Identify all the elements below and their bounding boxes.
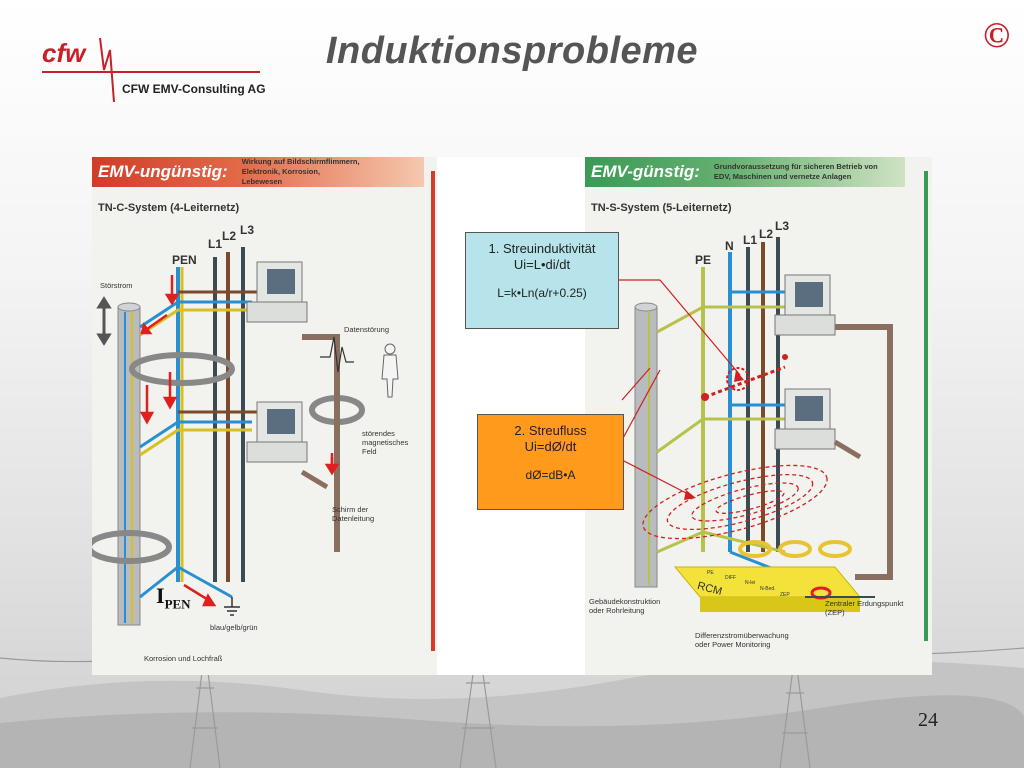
label-erde-farben: blau/gelb/grün bbox=[210, 623, 258, 632]
callout2-title: 2. Streufluss bbox=[514, 423, 587, 438]
right-conductor-l1: L1 bbox=[743, 233, 758, 247]
left-conductor-l3: L3 bbox=[240, 223, 255, 237]
logo-wordmark: cfw bbox=[42, 38, 87, 68]
left-system-title: TN-C-System (4-Leiternetz) bbox=[98, 202, 240, 214]
slide-title: Induktionsprobleme bbox=[325, 30, 699, 72]
left-header-title: EMV-ungünstig: bbox=[98, 162, 228, 181]
right-conductor-n: N bbox=[725, 239, 734, 253]
label-rcm-nlei: N-lei bbox=[745, 580, 756, 586]
label-datenstoerung: Datenstörung bbox=[344, 325, 390, 334]
right-header-description: Grundvoraussetzung für sicheren Betrieb … bbox=[713, 162, 878, 181]
page-number: 24 bbox=[918, 709, 938, 731]
ipen-sub: PEN bbox=[164, 596, 191, 612]
label-magnetfeld: störendes magnetisches Feld bbox=[362, 429, 409, 456]
ipen-main: I bbox=[156, 583, 165, 608]
right-panel: EMV-günstig: Grundvoraussetzung für sich… bbox=[585, 157, 932, 675]
copyright-icon: © bbox=[983, 15, 1010, 55]
label-differenzstrom: Differenzstromüberwachung oder Power Mon… bbox=[695, 631, 789, 649]
right-system-title: TN-S-System (5-Leiternetz) bbox=[591, 202, 732, 214]
label-rcm-diff: DIFF bbox=[725, 575, 737, 581]
right-conductor-l2: L2 bbox=[759, 227, 774, 241]
callout1-formula: Ui=L•di/dt bbox=[513, 257, 571, 272]
callout-streuinduktivitaet: 1. Streuinduktivität Ui=L•di/dt L=k•Ln(a… bbox=[465, 232, 619, 329]
label-rcm-pe: PE bbox=[707, 570, 714, 576]
label-schirm: Schirm der Datenleitung bbox=[332, 505, 375, 523]
left-divider-line bbox=[431, 171, 435, 651]
label-rcm-zep: ZEP bbox=[780, 592, 790, 598]
label-stoerstrom: Störstrom bbox=[100, 281, 133, 290]
left-conductor-pen: PEN bbox=[172, 253, 197, 267]
callout1-formula-l: L=k•Ln(a/r+0.25) bbox=[497, 286, 587, 300]
callout1-title: 1. Streuinduktivität bbox=[488, 241, 596, 256]
right-panel-header: EMV-günstig: Grundvoraussetzung für sich… bbox=[585, 157, 905, 187]
label-rcm-nbed: N-Bed. bbox=[760, 586, 776, 592]
left-panel: EMV-ungünstig: Wirkung auf Bildschirmfli… bbox=[92, 157, 437, 675]
left-wiring-drawing bbox=[92, 247, 399, 626]
left-header-description: Wirkung auf Bildschirmflimmern, Elektron… bbox=[241, 157, 360, 186]
right-conductor-pe: PE bbox=[695, 253, 712, 267]
label-korrosion: Korrosion und Lochfraß bbox=[144, 654, 223, 663]
right-conductor-l3: L3 bbox=[775, 219, 790, 233]
label-gebaeudekonstruktion: Gebäudekonstruktion oder Rohrleitung bbox=[589, 597, 661, 615]
left-conductor-l2: L2 bbox=[222, 229, 237, 243]
callout-streufluss: 2. Streufluss Ui=dØ/dt dØ=dB•A bbox=[477, 414, 624, 510]
right-wiring-drawing bbox=[634, 237, 893, 612]
callout2-formula: Ui=dØ/dt bbox=[524, 439, 577, 454]
right-divider-line bbox=[924, 171, 928, 641]
label-zep: Zentraler Erdungspunkt (ZEP) bbox=[825, 599, 904, 617]
left-panel-header: EMV-ungünstig: Wirkung auf Bildschirmfli… bbox=[92, 157, 424, 187]
callout2-formula-phi: dØ=dB•A bbox=[525, 468, 576, 482]
cfw-logo: cfw bbox=[42, 37, 260, 103]
left-conductor-l1: L1 bbox=[208, 237, 223, 251]
right-header-title: EMV-günstig: bbox=[591, 162, 700, 181]
current-label-ipen: IPEN bbox=[156, 583, 191, 612]
company-name: CFW EMV-Consulting AG bbox=[122, 82, 266, 96]
